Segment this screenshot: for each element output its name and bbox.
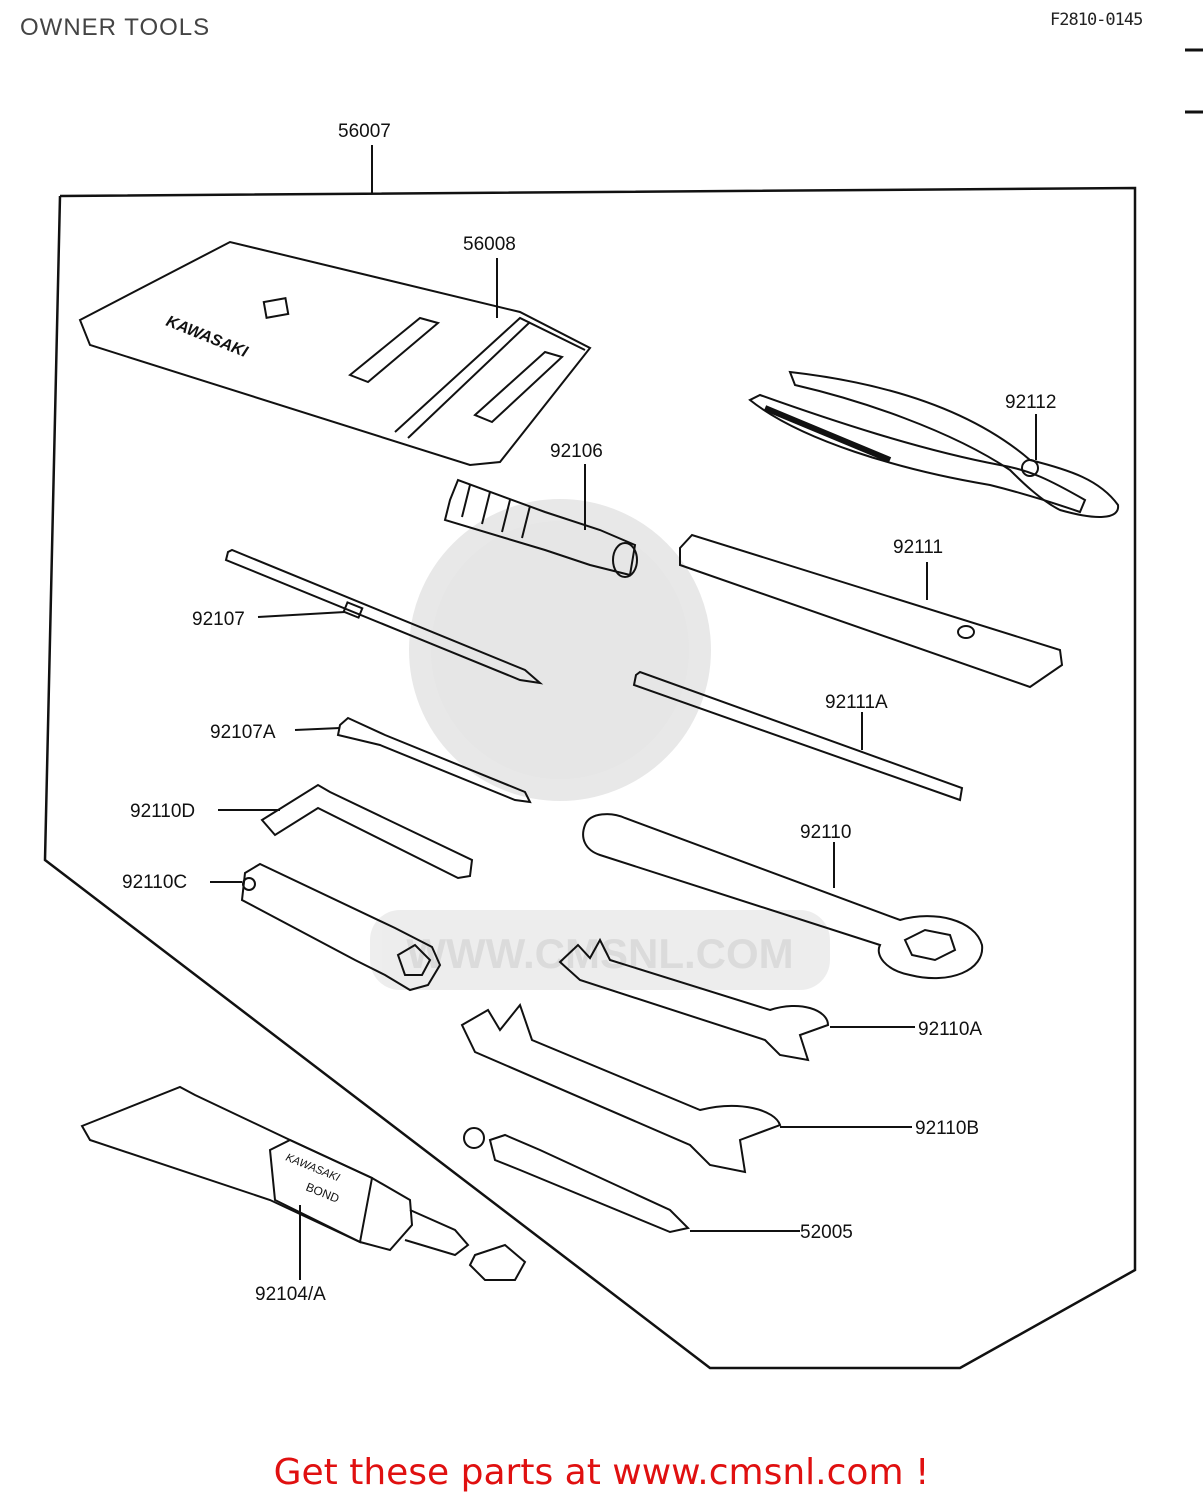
open-wrench-large — [460, 1002, 912, 1174]
label-56007: 56007 — [338, 121, 391, 142]
screwdriver-handle — [443, 464, 638, 578]
ring-wrench — [582, 813, 984, 980]
label-92110A: 92110A — [918, 1019, 982, 1040]
hex-key — [218, 783, 474, 880]
figure-code: F2810-0145 — [1050, 10, 1143, 30]
screwdriver-52005 — [463, 1127, 800, 1234]
footer-link[interactable]: Get these parts at www.cmsnl.com ! — [273, 1452, 930, 1493]
label-92111: 92111 — [893, 537, 943, 558]
label-92106: 92106 — [550, 441, 603, 462]
label-92110D: 92110D — [130, 801, 195, 822]
parts-diagram: WWW.CMSNL.COM 56007 KAWASAKI 56008 92112 — [43, 48, 1203, 1370]
label-92107: 92107 — [192, 609, 245, 630]
spark-plug-socket — [210, 862, 442, 992]
label-56008: 56008 — [463, 234, 516, 255]
tube-label-line1: KAWASAKI — [284, 1152, 341, 1185]
tool-kit-outline: 56007 — [43, 121, 1137, 1370]
label-92104A: 92104/A — [255, 1284, 326, 1305]
screwdriver-bit — [294, 716, 532, 804]
label-92112: 92112 — [1005, 392, 1056, 413]
label-92110: 92110 — [800, 822, 851, 843]
label-92107A: 92107A — [210, 722, 276, 743]
watermark-text: WWW.CMSNL.COM — [406, 930, 793, 977]
page-title: OWNER TOOLS — [20, 14, 211, 41]
tool-pouch: KAWASAKI — [78, 240, 592, 467]
label-92110B: 92110B — [915, 1118, 979, 1139]
label-52005: 52005 — [800, 1222, 853, 1243]
bond-tube: KAWASAKI BOND — [80, 1085, 527, 1281]
pouch-brand: KAWASAKI — [164, 313, 251, 361]
label-92111A: 92111A — [825, 692, 888, 713]
open-wrench-small — [558, 937, 915, 1062]
pliers — [748, 370, 1120, 518]
rod — [632, 670, 964, 802]
watermark: WWW.CMSNL.COM — [370, 499, 830, 990]
label-92110C: 92110C — [122, 872, 187, 893]
extension-bar — [679, 533, 1064, 689]
screwdriver-shaft — [224, 548, 544, 685]
